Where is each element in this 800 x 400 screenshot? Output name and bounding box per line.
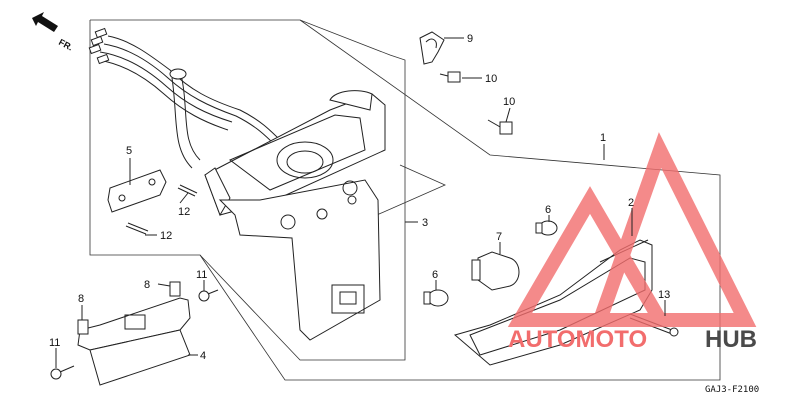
bulb-6-lower: [423, 289, 449, 307]
screw-12-upper: [177, 184, 198, 197]
callout-12-upper: 12: [178, 206, 190, 218]
watermark-logo: [507, 132, 757, 327]
callout-2: 2: [628, 197, 634, 209]
callout-5: 5: [126, 145, 132, 157]
callout-11-right: 11: [196, 269, 207, 281]
bolt-11-left: [50, 365, 75, 380]
callout-10-lower: 10: [503, 96, 515, 108]
callout-3: 3: [422, 217, 428, 229]
clamp: [419, 31, 445, 65]
assembly-frame-left: [89, 19, 406, 361]
mounting-plate: [107, 169, 167, 213]
bulb-6-upper: [535, 220, 558, 236]
callout-13: 13: [658, 289, 670, 301]
lower-cover: [77, 297, 191, 386]
bolt-11-right: [198, 289, 219, 302]
callout-6-upper: 6: [545, 204, 551, 216]
callout-4: 4: [200, 350, 206, 362]
front-direction-arrow-icon: [32, 12, 58, 32]
callout-leaders: [55, 37, 666, 368]
callout-8-right: 8: [144, 279, 150, 291]
callout-9: 9: [467, 33, 473, 45]
bulb-7: [471, 251, 520, 291]
wire-harness: [88, 27, 281, 169]
callout-6-lower: 6: [432, 269, 438, 281]
orientation-label: FR.: [57, 37, 74, 53]
callout-8-left: 8: [78, 293, 84, 305]
callout-10-upper: 10: [485, 73, 497, 85]
watermark-text-b: HUB: [705, 326, 757, 353]
clip-8-right: [169, 281, 181, 297]
tail-light-housing: [204, 90, 386, 341]
bolt-10-lower: [487, 119, 513, 135]
screw-12-lower: [125, 222, 149, 235]
diagram-code: GAJ3-F2100: [705, 385, 759, 395]
callout-11-left: 11: [49, 337, 60, 349]
callout-1: 1: [600, 132, 606, 144]
callout-12-lower: 12: [160, 230, 172, 242]
callout-7: 7: [496, 231, 502, 243]
watermark-text-a: AUTOMOTO: [508, 326, 647, 353]
bolt-10-upper: [439, 71, 461, 83]
clip-8-left: [77, 319, 89, 335]
